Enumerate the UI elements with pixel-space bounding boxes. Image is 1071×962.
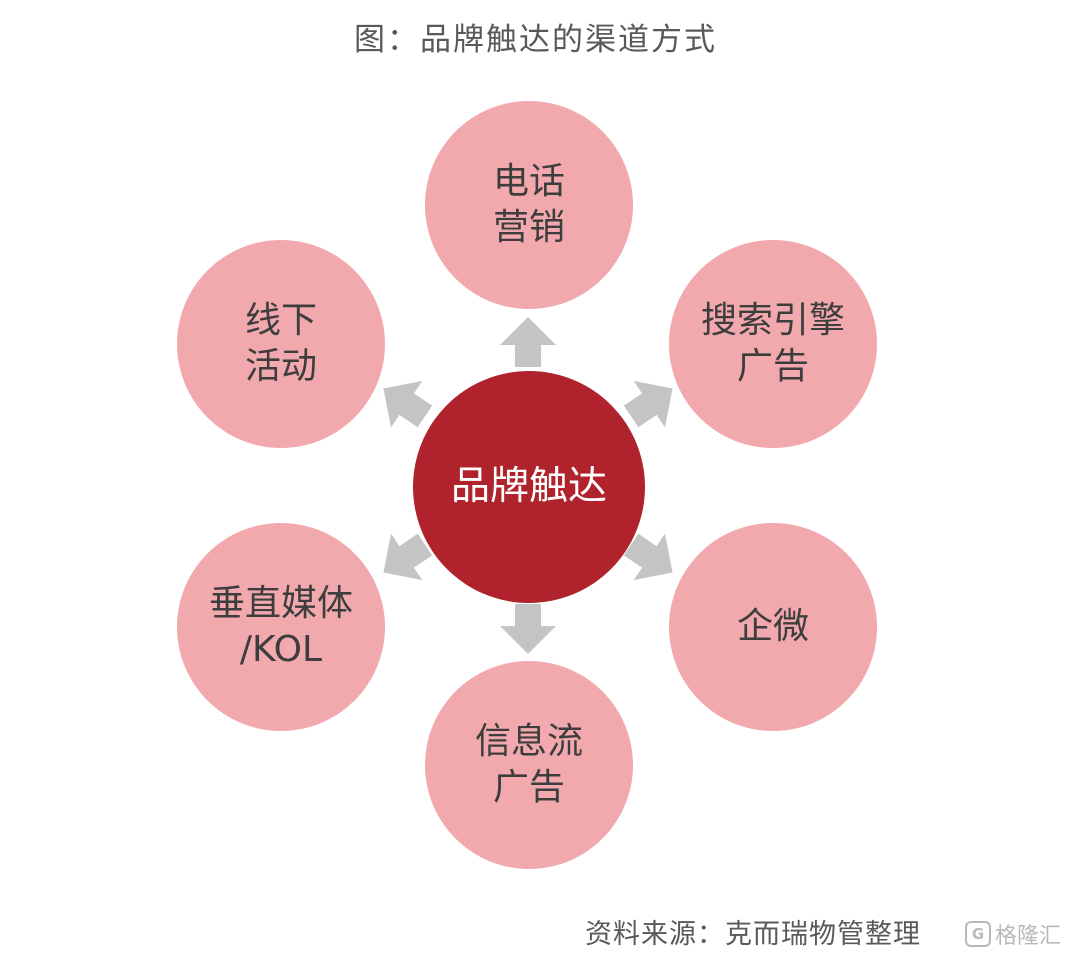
node-wecom: 企微 [669,523,877,731]
node-phone-marketing: 电话 营销 [425,101,633,309]
node-label: 企微 [736,606,809,647]
page-title: 图：品牌触达的渠道方式 [354,22,717,58]
node-feed-ads: 信息流 广告 [425,661,633,869]
source-note: 资料来源：克而瑞物管整理 [585,919,921,950]
node-label: 电话 营销 [492,161,565,248]
watermark: G 格隆汇 [964,918,1061,950]
center-label: 品牌触达 [450,464,607,509]
node-label: 搜索引擎 广告 [700,300,845,387]
node-label: 线下 活动 [244,300,317,387]
center-node-brand-reach: 品牌触达 [413,371,645,603]
node-offline-events: 线下 活动 [177,240,385,448]
node-label: 信息流 广告 [474,721,583,808]
gelonghui-logo-icon: G [964,921,991,947]
node-label: 垂直媒体 /KOL [208,583,353,670]
node-search-ads: 搜索引擎 广告 [669,240,877,448]
watermark-text: 格隆汇 [994,924,1061,949]
node-vertical-media-kol: 垂直媒体 /KOL [177,523,385,731]
